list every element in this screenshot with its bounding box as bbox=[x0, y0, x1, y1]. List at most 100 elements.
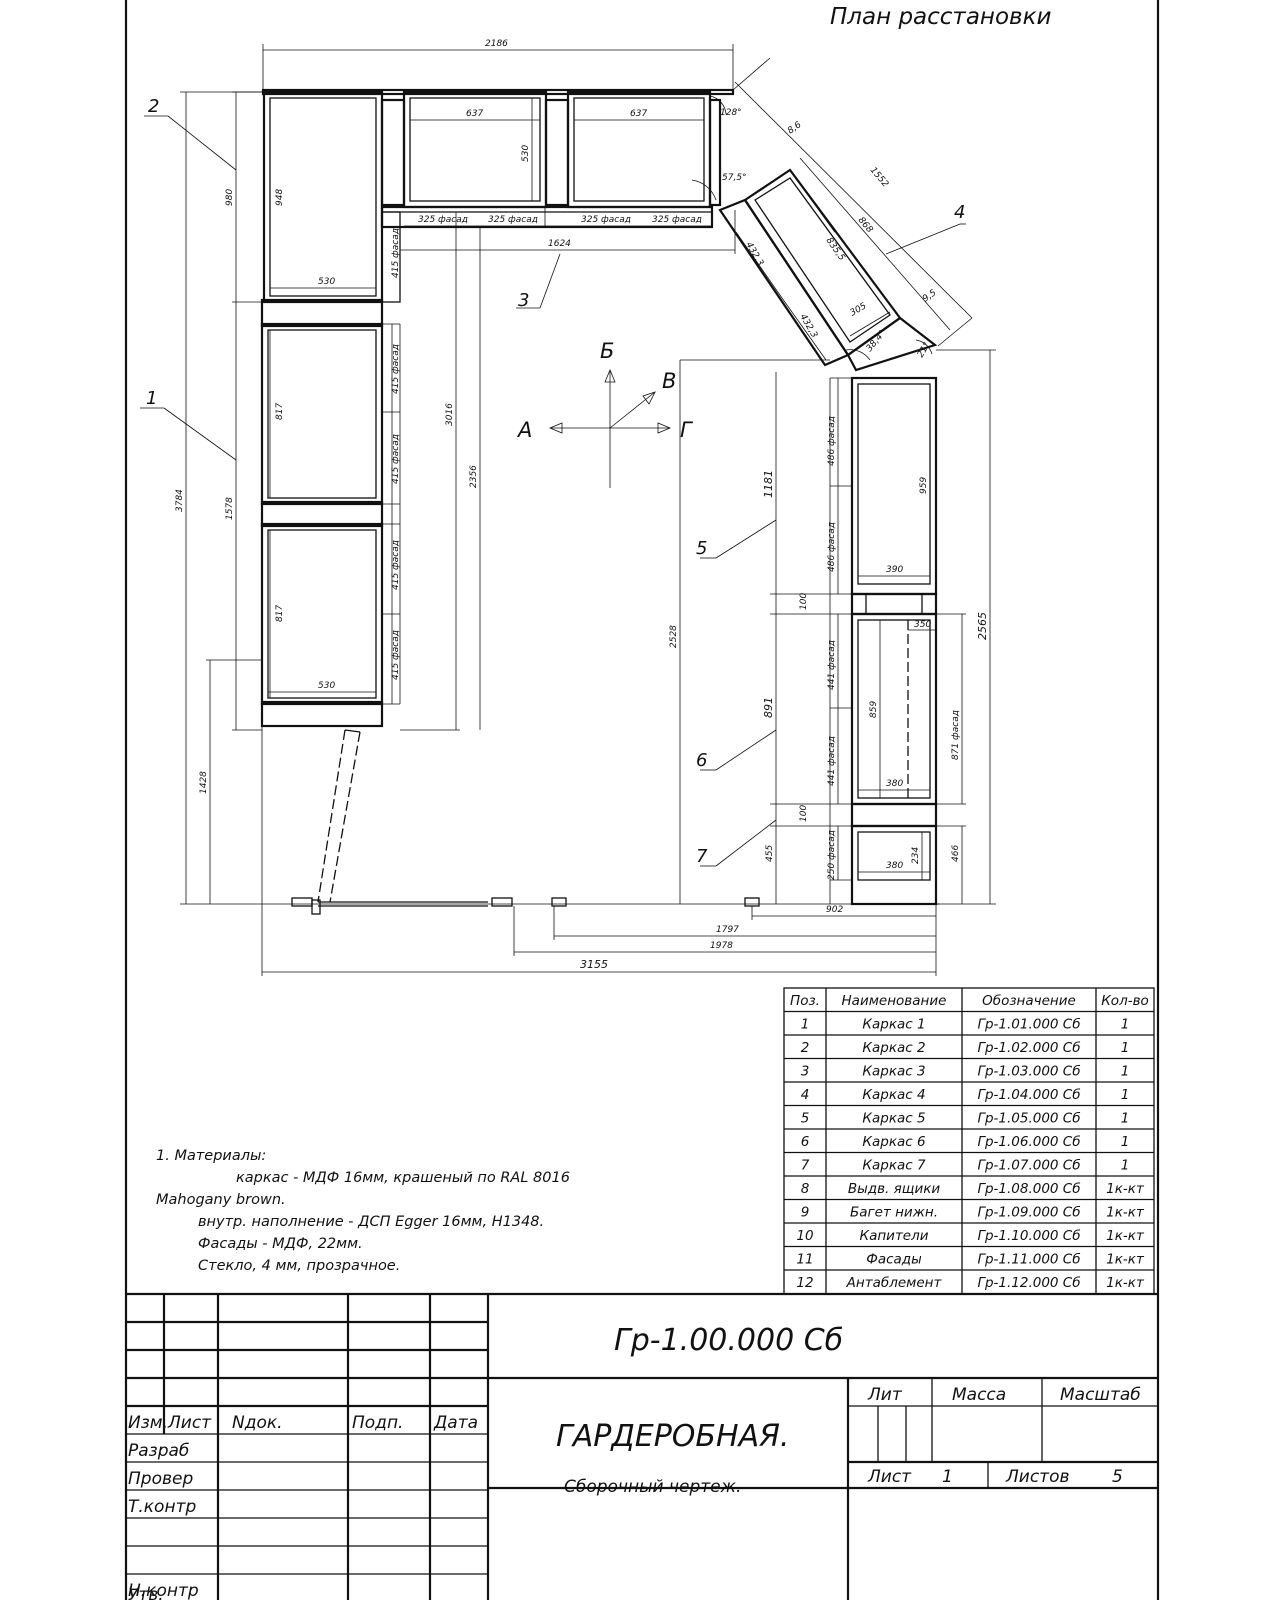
dim-left-415-top: 415 фасад bbox=[391, 228, 401, 278]
spec-cell: 1 bbox=[1121, 1134, 1130, 1150]
spec-cell: Каркас 3 bbox=[862, 1064, 925, 1080]
tb-listov-label: Листов bbox=[1005, 1467, 1070, 1487]
top-cabinets bbox=[261, 88, 735, 304]
view-label-v: В bbox=[662, 369, 676, 393]
dim-right-891: 891 bbox=[762, 697, 775, 718]
tb-tkontr: Т.контр bbox=[128, 1497, 196, 1517]
dim-right-380a: 380 bbox=[886, 779, 903, 789]
dim-left-530a: 530 bbox=[318, 277, 335, 287]
dim-left-948: 948 bbox=[275, 189, 285, 206]
spec-cell: Багет нижн. bbox=[850, 1205, 938, 1221]
spec-cell: Гр-1.11.000 Сб bbox=[977, 1252, 1080, 1268]
spec-cell: Каркас 5 bbox=[862, 1111, 925, 1127]
spec-cell: Антаблемент bbox=[846, 1275, 943, 1291]
dim-right-2565: 2565 bbox=[976, 612, 989, 640]
spec-cell: Каркас 6 bbox=[862, 1134, 925, 1150]
spec-cell: 2 bbox=[801, 1040, 810, 1056]
spec-cell: Гр-1.09.000 Сб bbox=[977, 1205, 1080, 1221]
drawing-designation: Гр-1.00.000 Сб bbox=[614, 1323, 843, 1358]
spec-cell: 1 bbox=[1121, 1017, 1130, 1033]
spec-cell: Гр-1.07.000 Сб bbox=[977, 1158, 1080, 1174]
position-label-2: 2 bbox=[148, 96, 159, 117]
dim-right-390: 390 bbox=[886, 565, 903, 575]
dim-left-530b: 530 bbox=[318, 681, 335, 691]
dim-diag-1552: 1552 bbox=[868, 166, 891, 190]
tb-data: Дата bbox=[433, 1413, 478, 1433]
dim-right-350: 350 bbox=[914, 620, 931, 630]
dim-left-415d: 415 фасад bbox=[391, 540, 401, 590]
spec-cell: Гр-1.01.000 Сб bbox=[977, 1017, 1080, 1033]
dim-right-871: 871 фасад bbox=[951, 710, 961, 760]
spec-cell: Каркас 2 bbox=[862, 1040, 925, 1056]
drawing-name: ГАРДЕРОБНАЯ. bbox=[556, 1419, 789, 1454]
spec-cell: 1к-кт bbox=[1106, 1205, 1145, 1221]
spec-cell: 7 bbox=[801, 1158, 810, 1174]
dim-facade-3: 325 фасад bbox=[581, 215, 631, 225]
view-arrows: А Б В Г bbox=[516, 339, 694, 488]
dim-right-234: 234 bbox=[911, 847, 921, 864]
position-label-4: 4 bbox=[954, 202, 965, 223]
spec-cell: 1 bbox=[1121, 1158, 1130, 1174]
dim-left-980: 980 bbox=[225, 189, 235, 206]
view-label-a: А bbox=[516, 418, 532, 442]
dim-right-959: 959 bbox=[919, 477, 929, 494]
dim-left-817a: 817 bbox=[275, 403, 285, 420]
dim-facade-2: 325 фасад bbox=[488, 215, 538, 225]
corner-cabinet bbox=[718, 168, 938, 372]
dimension-lines bbox=[180, 44, 996, 976]
spec-cell: Каркас 4 bbox=[862, 1087, 925, 1103]
room-outline bbox=[180, 726, 940, 907]
spec-cell: 10 bbox=[796, 1228, 813, 1244]
tb-razrab: Разраб bbox=[128, 1441, 189, 1461]
spec-cell: 9 bbox=[801, 1205, 810, 1221]
dim-right-100b: 100 bbox=[799, 805, 809, 822]
tb-masshtab: Масштаб bbox=[1060, 1385, 1141, 1405]
spec-cell: 4 bbox=[801, 1087, 810, 1103]
view-label-g: Г bbox=[680, 418, 694, 442]
dim-right-380b: 380 bbox=[886, 861, 903, 871]
spec-cell: Фасады bbox=[866, 1252, 922, 1268]
dim-diag-4323a: 432,3 bbox=[743, 241, 765, 269]
spec-cell: 11 bbox=[796, 1252, 813, 1268]
dim-left-1428: 1428 bbox=[199, 771, 209, 794]
dim-cab2-width: 637 bbox=[466, 109, 483, 119]
spec-cell: 1 bbox=[1121, 1064, 1130, 1080]
spec-header-cell: Кол-во bbox=[1101, 993, 1149, 1009]
tb-list-label: Лист bbox=[867, 1467, 912, 1487]
position-label-5: 5 bbox=[696, 538, 707, 559]
spec-cell: 1 bbox=[1121, 1111, 1130, 1127]
dim-right-441a: 441 фасад bbox=[827, 640, 837, 690]
note-line-2: каркас - МДФ 16мм, крашеный по RAL 8016 bbox=[236, 1170, 570, 1186]
spec-cell: Гр-1.12.000 Сб bbox=[977, 1275, 1080, 1291]
spec-cell: 8 bbox=[801, 1181, 810, 1197]
spec-cell: 1 bbox=[1121, 1087, 1130, 1103]
tb-prover: Провер bbox=[128, 1469, 193, 1489]
dim-bottom-3155: 3155 bbox=[580, 958, 608, 971]
dim-len-1624: 1624 bbox=[548, 239, 571, 249]
spec-cell: Гр-1.02.000 Сб bbox=[977, 1040, 1080, 1056]
dim-right-250: 250 фасад bbox=[827, 830, 837, 880]
dim-top-width: 2186 bbox=[485, 39, 508, 49]
dim-bottom-1797: 1797 bbox=[716, 925, 739, 935]
position-label-7: 7 bbox=[696, 846, 708, 867]
dim-bottom-902: 902 bbox=[826, 905, 843, 915]
tb-massa: Масса bbox=[952, 1385, 1006, 1405]
dim-diag-305: 305 bbox=[849, 301, 869, 318]
dim-left-415b: 415 фасад bbox=[391, 344, 401, 394]
dim-facade-4: 325 фасад bbox=[652, 215, 702, 225]
tb-nkontr: Н.контр bbox=[128, 1581, 199, 1600]
tb-utv: Утв. bbox=[128, 1585, 164, 1600]
spec-cell: Гр-1.06.000 Сб bbox=[977, 1134, 1080, 1150]
sheet-frame bbox=[124, 0, 1160, 1600]
note-line-1: 1. Материалы: bbox=[156, 1148, 266, 1164]
position-label-1: 1 bbox=[146, 388, 157, 409]
spec-header-cell: Наименование bbox=[842, 993, 947, 1009]
spec-header-cell: Поз. bbox=[790, 993, 820, 1009]
dim-left-3016: 3016 bbox=[445, 403, 455, 426]
note-line-6: Стекло, 4 мм, прозрачное. bbox=[198, 1258, 400, 1274]
position-label-6: 6 bbox=[696, 750, 707, 771]
spec-cell: Капители bbox=[859, 1228, 928, 1244]
dim-cab2-depth: 530 bbox=[521, 145, 531, 162]
spec-cell: 1к-кт bbox=[1106, 1252, 1145, 1268]
